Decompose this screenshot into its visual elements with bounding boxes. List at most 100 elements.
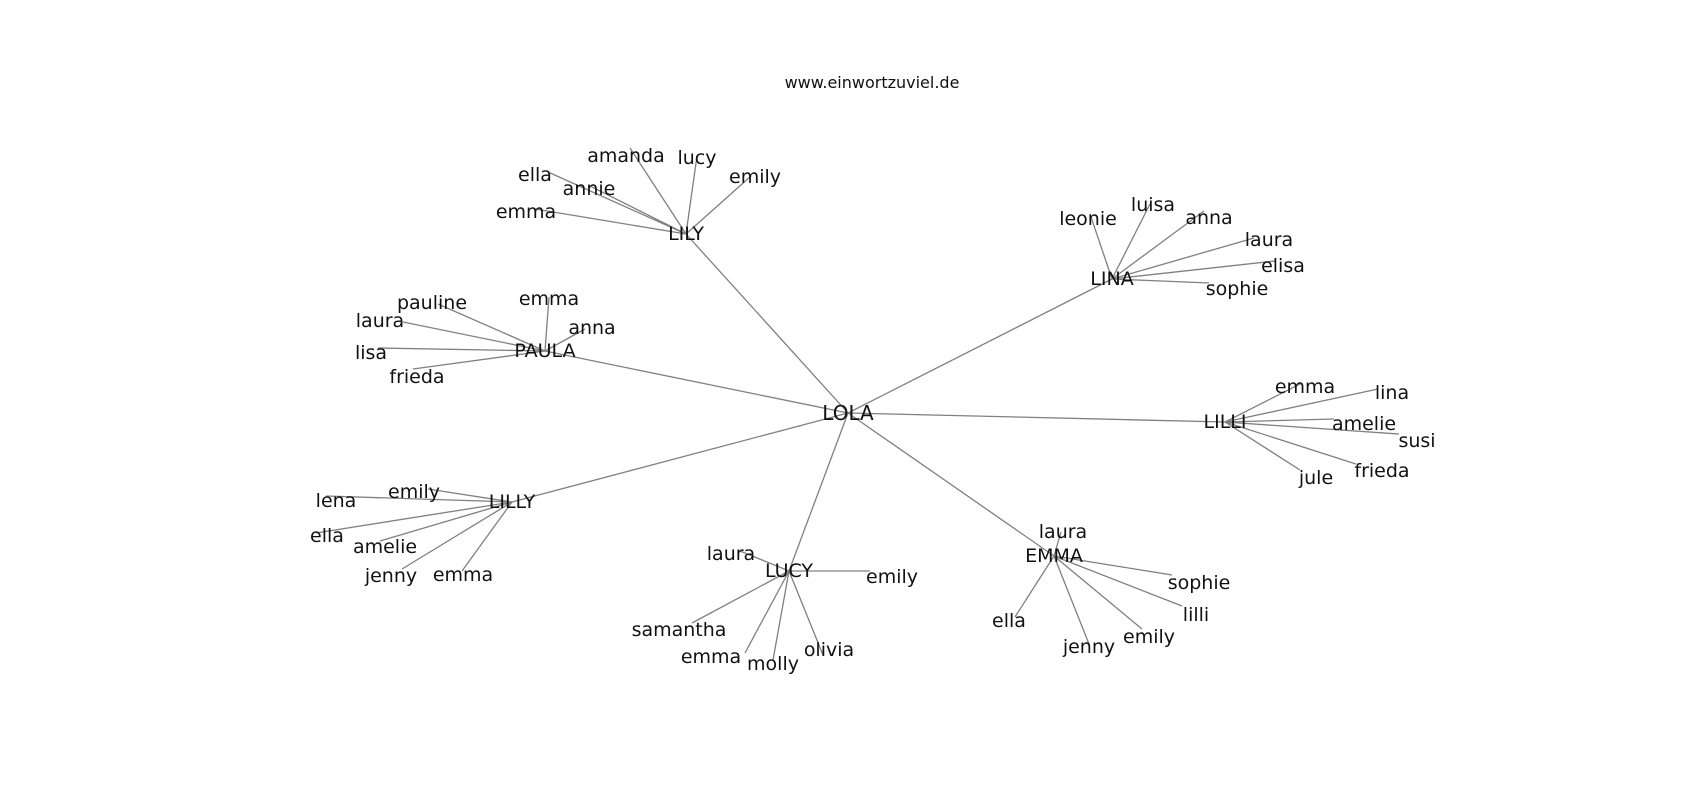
leaf-node-label: frieda [1354,460,1409,482]
leaf-node-label: jenny [364,565,417,587]
edge-lucy-molly [772,570,790,661]
hub-node-label: LINA [1090,268,1133,290]
leaf-node-label: olivia [804,639,854,661]
edge-lina-laura [1111,237,1255,280]
edge-emma-jenny [1053,555,1090,645]
leaf-node-label: emma [1275,376,1335,398]
leaf-node-label: laura [1245,229,1293,251]
edge-root-emma [847,412,1055,557]
leaf-node-label: samantha [632,619,727,641]
edge-lily-annie [589,185,687,235]
edge-lilly-jenny [401,501,513,570]
leaf-node-label: lisa [355,342,387,364]
edge-lucy-emma [744,570,790,654]
edge-lilli-frieda [1224,421,1357,465]
hub-node-label: LILY [668,223,704,245]
edge-lilly-lena [325,495,513,503]
leaf-node-label: susi [1398,430,1435,452]
edge-lina-elisa [1111,260,1276,280]
edge-lilly-emma [461,501,513,572]
leaf-node-label: sophie [1206,278,1269,300]
leaf-node-label: emma [681,646,741,668]
leaf-node-label: annie [563,178,616,200]
leaf-node-label: sophie [1168,572,1231,594]
edge-paula-lisa [377,347,546,352]
leaf-node-label: emily [866,566,918,588]
edge-lucy-olivia [788,570,824,656]
edge-lily-amanda [629,147,687,235]
leaf-node-label: ella [518,164,552,186]
edge-lilly-emily [427,488,513,503]
edge-lina-sophie [1111,278,1210,284]
edge-lilli-amelie [1224,418,1335,423]
edge-root-lina [847,278,1113,414]
edge-lina-anna [1111,210,1205,280]
leaf-node-label: elisa [1261,255,1305,277]
edge-emma-sophie [1053,555,1173,576]
edge-lilli-susi [1224,421,1400,435]
leaf-node-label: emily [1123,626,1175,648]
edge-layer [315,147,1400,661]
leaf-node-label: luisa [1131,194,1175,216]
leaf-node-label: anna [1185,207,1232,229]
leaf-node-label: amelie [1332,413,1396,435]
leaf-node-label: leonie [1059,208,1117,230]
edge-emma-lilli [1053,555,1183,607]
leaf-node-label: lilli [1183,604,1209,626]
hub-node-label: LILLY [489,491,536,513]
leaf-node-label: amelie [353,536,417,558]
edge-root-lucy [788,412,849,572]
hub-node-label: PAULA [514,340,575,362]
leaf-node-label: amanda [587,145,665,167]
leaf-node-label: laura [356,310,404,332]
edge-root-paula [544,350,849,414]
edge-lilly-amelie [379,501,513,542]
leaf-node-label: emily [388,481,440,503]
edge-paula-laura [402,321,546,352]
leaf-node-label: anna [568,317,615,339]
edge-emma-laura [1053,531,1062,557]
edge-lily-lucy [685,155,698,235]
edge-root-lilli [847,412,1226,423]
edge-lilly-ella [315,501,513,534]
edge-paula-emma [544,296,550,352]
leaf-node-label: lucy [677,147,716,169]
site-url: www.einwortzuviel.de [785,73,960,92]
edge-lilli-lina [1224,388,1379,423]
edge-lily-emma [534,208,687,235]
edge-lily-ella [547,171,687,235]
edge-lina-luisa [1111,203,1151,280]
edge-lilli-jule [1224,421,1301,471]
leaf-node-label: frieda [389,366,444,388]
leaf-node-label: emily [729,166,781,188]
edge-root-lilly [511,412,849,503]
leaf-node-label: emma [433,564,493,586]
edge-lucy-samantha [691,570,790,624]
edge-paula-pauline [437,303,546,352]
leaf-node-label: ella [310,525,344,547]
hub-node-label: LILLI [1204,411,1247,433]
leaf-node-label: emma [519,288,579,310]
root-node-label: LOLA [822,401,874,425]
edge-paula-anna [544,328,586,352]
leaf-node-label: molly [747,653,799,675]
edge-paula-frieda [412,350,546,370]
edge-lilli-emma [1224,382,1303,423]
edge-lily-emily [685,175,752,235]
edge-emma-emily [1053,555,1143,630]
hub-node-label: LUCY [765,560,813,582]
leaf-node-label: lina [1375,382,1409,404]
edge-root-lily [685,233,849,414]
edge-lina-leonie [1089,213,1113,280]
edge-emma-ella [1014,555,1055,618]
leaf-node-label: laura [707,543,755,565]
leaf-node-label: pauline [397,292,467,314]
edge-lucy-laura [739,550,790,572]
leaf-node-label: emma [496,201,556,223]
leaf-node-label: lena [316,490,357,512]
leaf-node-label: jenny [1062,636,1115,658]
leaf-node-label: jule [1298,467,1333,489]
leaf-node-label: ella [992,610,1026,632]
